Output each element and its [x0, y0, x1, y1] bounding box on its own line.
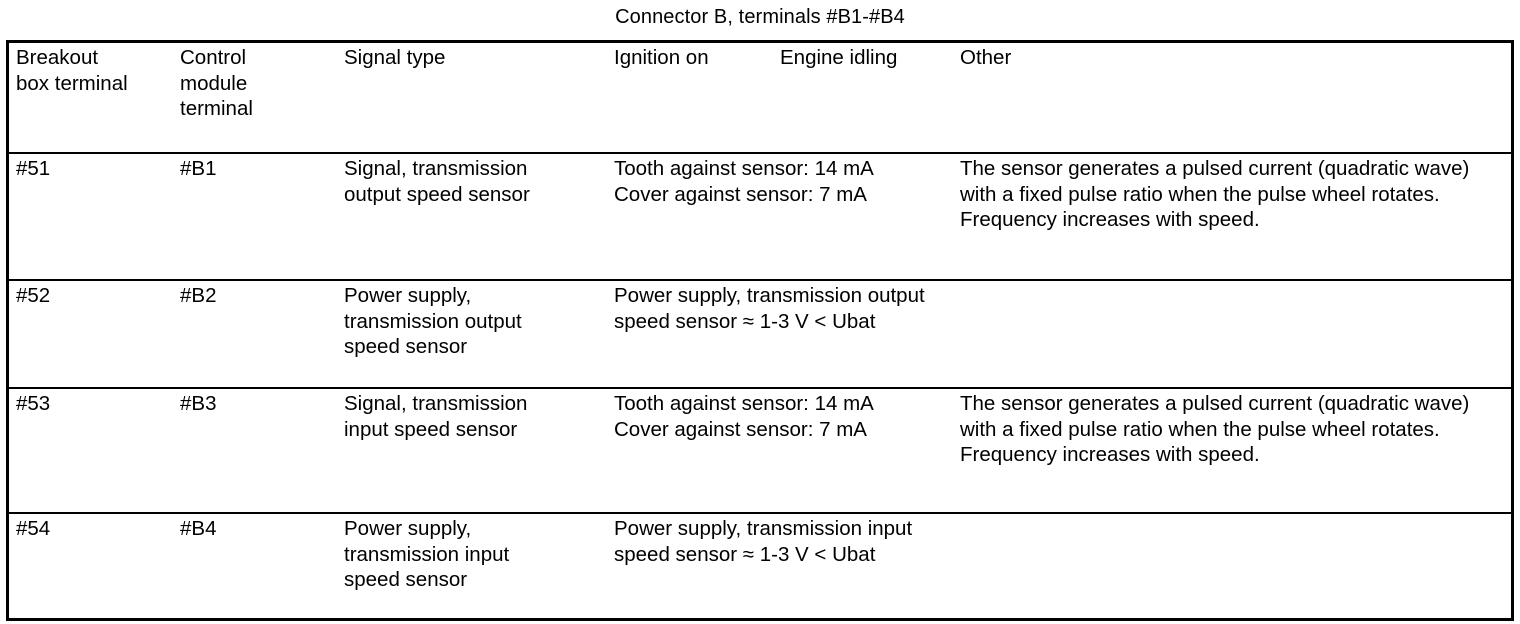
cell-measurement: Power supply, transmission input speed s… [614, 517, 913, 566]
table-body: #51 #B1 Signal, transmission output spee… [9, 153, 1511, 624]
header-row: Breakout box terminal Control module ter… [9, 43, 1511, 153]
table-row: #53 #B3 Signal, transmission input speed… [9, 388, 1511, 513]
column-header-breakout-box-terminal: Breakout box terminal [16, 46, 128, 95]
cell-signal-type: Signal, transmission output speed sensor [344, 157, 530, 206]
cell-measurement: Tooth against sensor: 14 mA Cover agains… [614, 392, 874, 441]
column-header-signal-type: Signal type [344, 46, 446, 69]
cell-breakout-box-terminal: #54 [16, 517, 51, 540]
cell-other: The sensor generates a pulsed current (q… [960, 392, 1470, 466]
connector-terminal-table: Breakout box terminal Control module ter… [9, 43, 1511, 624]
column-header-other: Other [960, 46, 1012, 69]
table-row: #54 #B4 Power supply, transmission input… [9, 513, 1511, 624]
table-caption: Connector B, terminals #B1-#B4 [615, 6, 905, 28]
table-header: Breakout box terminal Control module ter… [9, 43, 1511, 153]
cell-breakout-box-terminal: #53 [16, 392, 51, 415]
table-row: #52 #B2 Power supply, transmission outpu… [9, 280, 1511, 388]
cell-other [953, 513, 1511, 624]
cell-control-module-terminal: #B1 [180, 157, 217, 180]
column-header-engine-idling: Engine idling [780, 46, 898, 69]
table-row: #51 #B1 Signal, transmission output spee… [9, 153, 1511, 280]
cell-other: The sensor generates a pulsed current (q… [960, 157, 1470, 231]
cell-measurement: Tooth against sensor: 14 mA Cover agains… [614, 157, 874, 206]
cell-signal-type: Power supply, transmission output speed … [344, 284, 522, 358]
cell-control-module-terminal: #B2 [180, 284, 217, 307]
cell-signal-type: Power supply, transmission input speed s… [344, 517, 510, 591]
cell-signal-type: Signal, transmission input speed sensor [344, 392, 528, 441]
cell-breakout-box-terminal: #51 [16, 157, 51, 180]
cell-breakout-box-terminal: #52 [16, 284, 51, 307]
column-header-control-module-terminal: Control module terminal [180, 46, 253, 120]
cell-measurement: Power supply, transmission output speed … [614, 284, 925, 333]
cell-control-module-terminal: #B4 [180, 517, 217, 540]
cell-other [953, 280, 1511, 388]
column-header-ignition-on: Ignition on [614, 46, 709, 69]
spec-table-frame: Breakout box terminal Control module ter… [6, 40, 1514, 621]
cell-control-module-terminal: #B3 [180, 392, 217, 415]
